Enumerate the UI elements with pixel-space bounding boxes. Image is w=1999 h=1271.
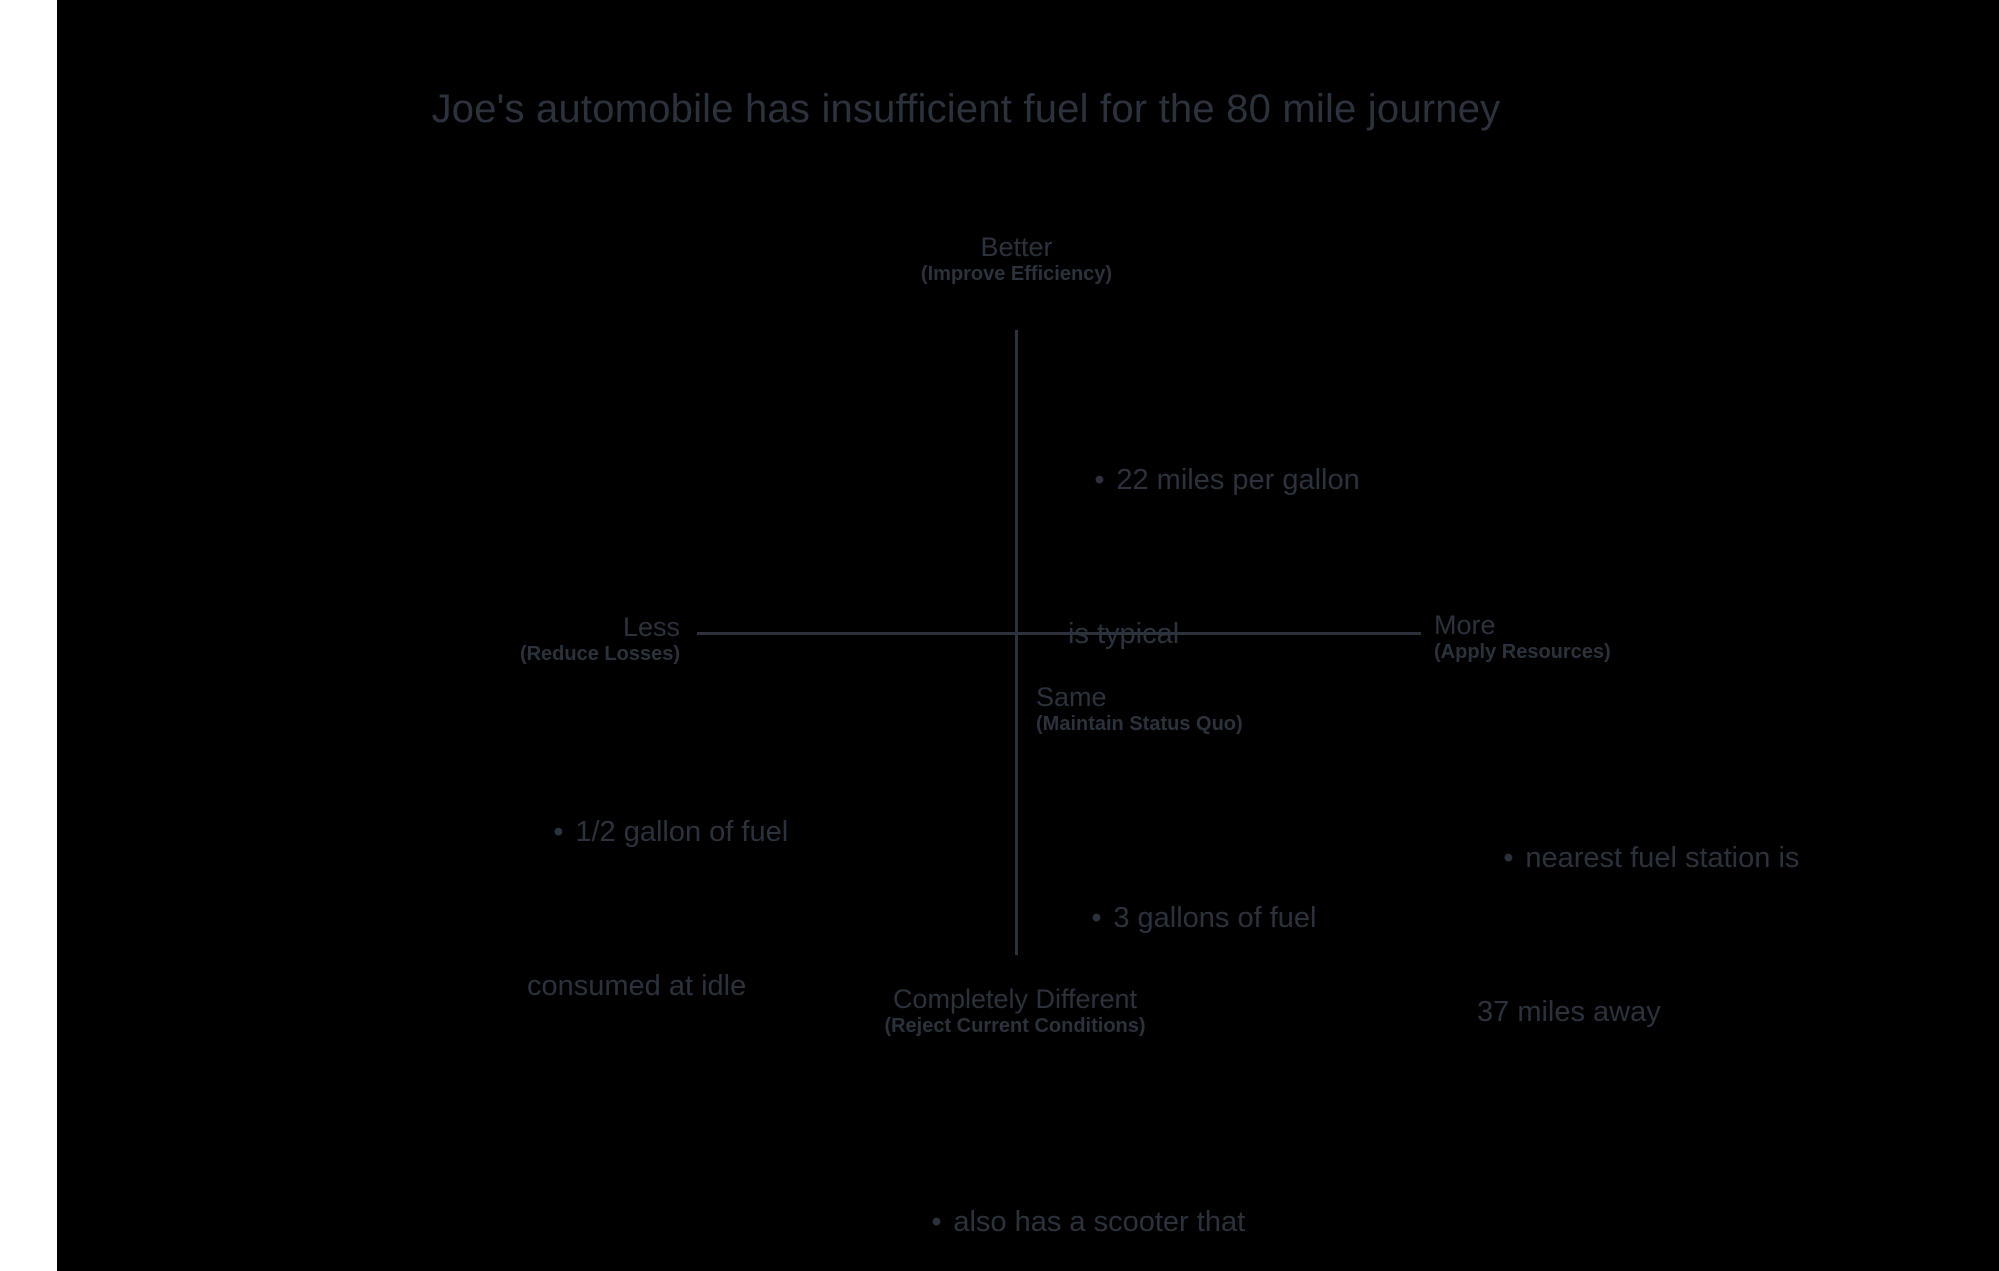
bullet-dot-icon: • — [931, 1205, 942, 1238]
pole-left-subtitle: (Reduce Losses) — [519, 643, 680, 666]
pole-bottom-title: Completely Different — [892, 984, 1138, 1014]
left-margin-strip — [0, 0, 57, 1271]
bullet-dot-icon: • — [1094, 463, 1105, 496]
pole-label-center: Same (Maintain Status Quo) — [1036, 682, 1456, 736]
diagram-canvas — [57, 0, 1999, 1271]
pole-top-title: Better — [980, 232, 1053, 262]
note-top-text-2: is typical — [1068, 617, 1180, 650]
note-bottom-line-1: • also has a scooter that — [883, 1164, 1245, 1271]
pole-label-right: More (Apply Resources) — [1434, 610, 1854, 664]
pole-right-subtitle: (Apply Resources) — [1434, 641, 1611, 664]
note-top: • 22 miles per gallon is typical — [1046, 345, 1360, 731]
vertical-axis-line — [1015, 330, 1018, 955]
note-center-text-1: 3 gallons of fuel — [1113, 901, 1317, 934]
pole-bottom-subtitle: (Reject Current Conditions) — [884, 1015, 1146, 1038]
note-bottom-text-1: also has a scooter that — [953, 1205, 1246, 1238]
pole-center-subtitle: (Maintain Status Quo) — [1036, 713, 1243, 736]
horizontal-axis-line — [697, 632, 1421, 635]
pole-left-title: Less — [622, 612, 680, 642]
pole-center-title: Same — [1036, 682, 1107, 712]
note-right: • nearest fuel station is 37 miles away — [1455, 723, 1799, 1109]
page-title: Joe's automobile has insufficient fuel f… — [431, 87, 1501, 131]
bullet-dot-icon: • — [1091, 901, 1102, 934]
bullet-dot-icon: • — [553, 815, 564, 848]
note-left-text-1: 1/2 gallon of fuel — [575, 815, 789, 848]
note-right-line-1: • nearest fuel station is — [1455, 800, 1799, 916]
pole-label-top: Better (Improve Efficiency) — [0, 232, 1999, 286]
pole-label-left: Less (Reduce Losses) — [440, 612, 680, 666]
note-center-line-1: • 3 gallons of fuel — [1043, 860, 1317, 976]
note-left: • 1/2 gallon of fuel consumed at idle — [505, 697, 788, 1083]
note-center: • 3 gallons of fuel — [1043, 783, 1317, 1053]
pole-right-title: More — [1434, 610, 1496, 640]
bullet-dot-icon: • — [1503, 841, 1514, 874]
note-top-text-1: 22 miles per gallon — [1116, 463, 1360, 496]
pole-top-subtitle: (Improve Efficiency) — [920, 263, 1113, 286]
note-right-text-2: 37 miles away — [1477, 995, 1661, 1028]
note-top-line-1: • 22 miles per gallon — [1046, 422, 1360, 538]
note-left-line-1: • 1/2 gallon of fuel — [505, 774, 788, 890]
pole-label-bottom: Completely Different (Reject Current Con… — [0, 984, 1999, 1038]
note-left-text-2: consumed at idle — [527, 969, 747, 1002]
note-right-text-1: nearest fuel station is — [1525, 841, 1800, 874]
note-bottom: •also has a scooter that has 1.5 gallons… — [883, 1087, 1245, 1271]
